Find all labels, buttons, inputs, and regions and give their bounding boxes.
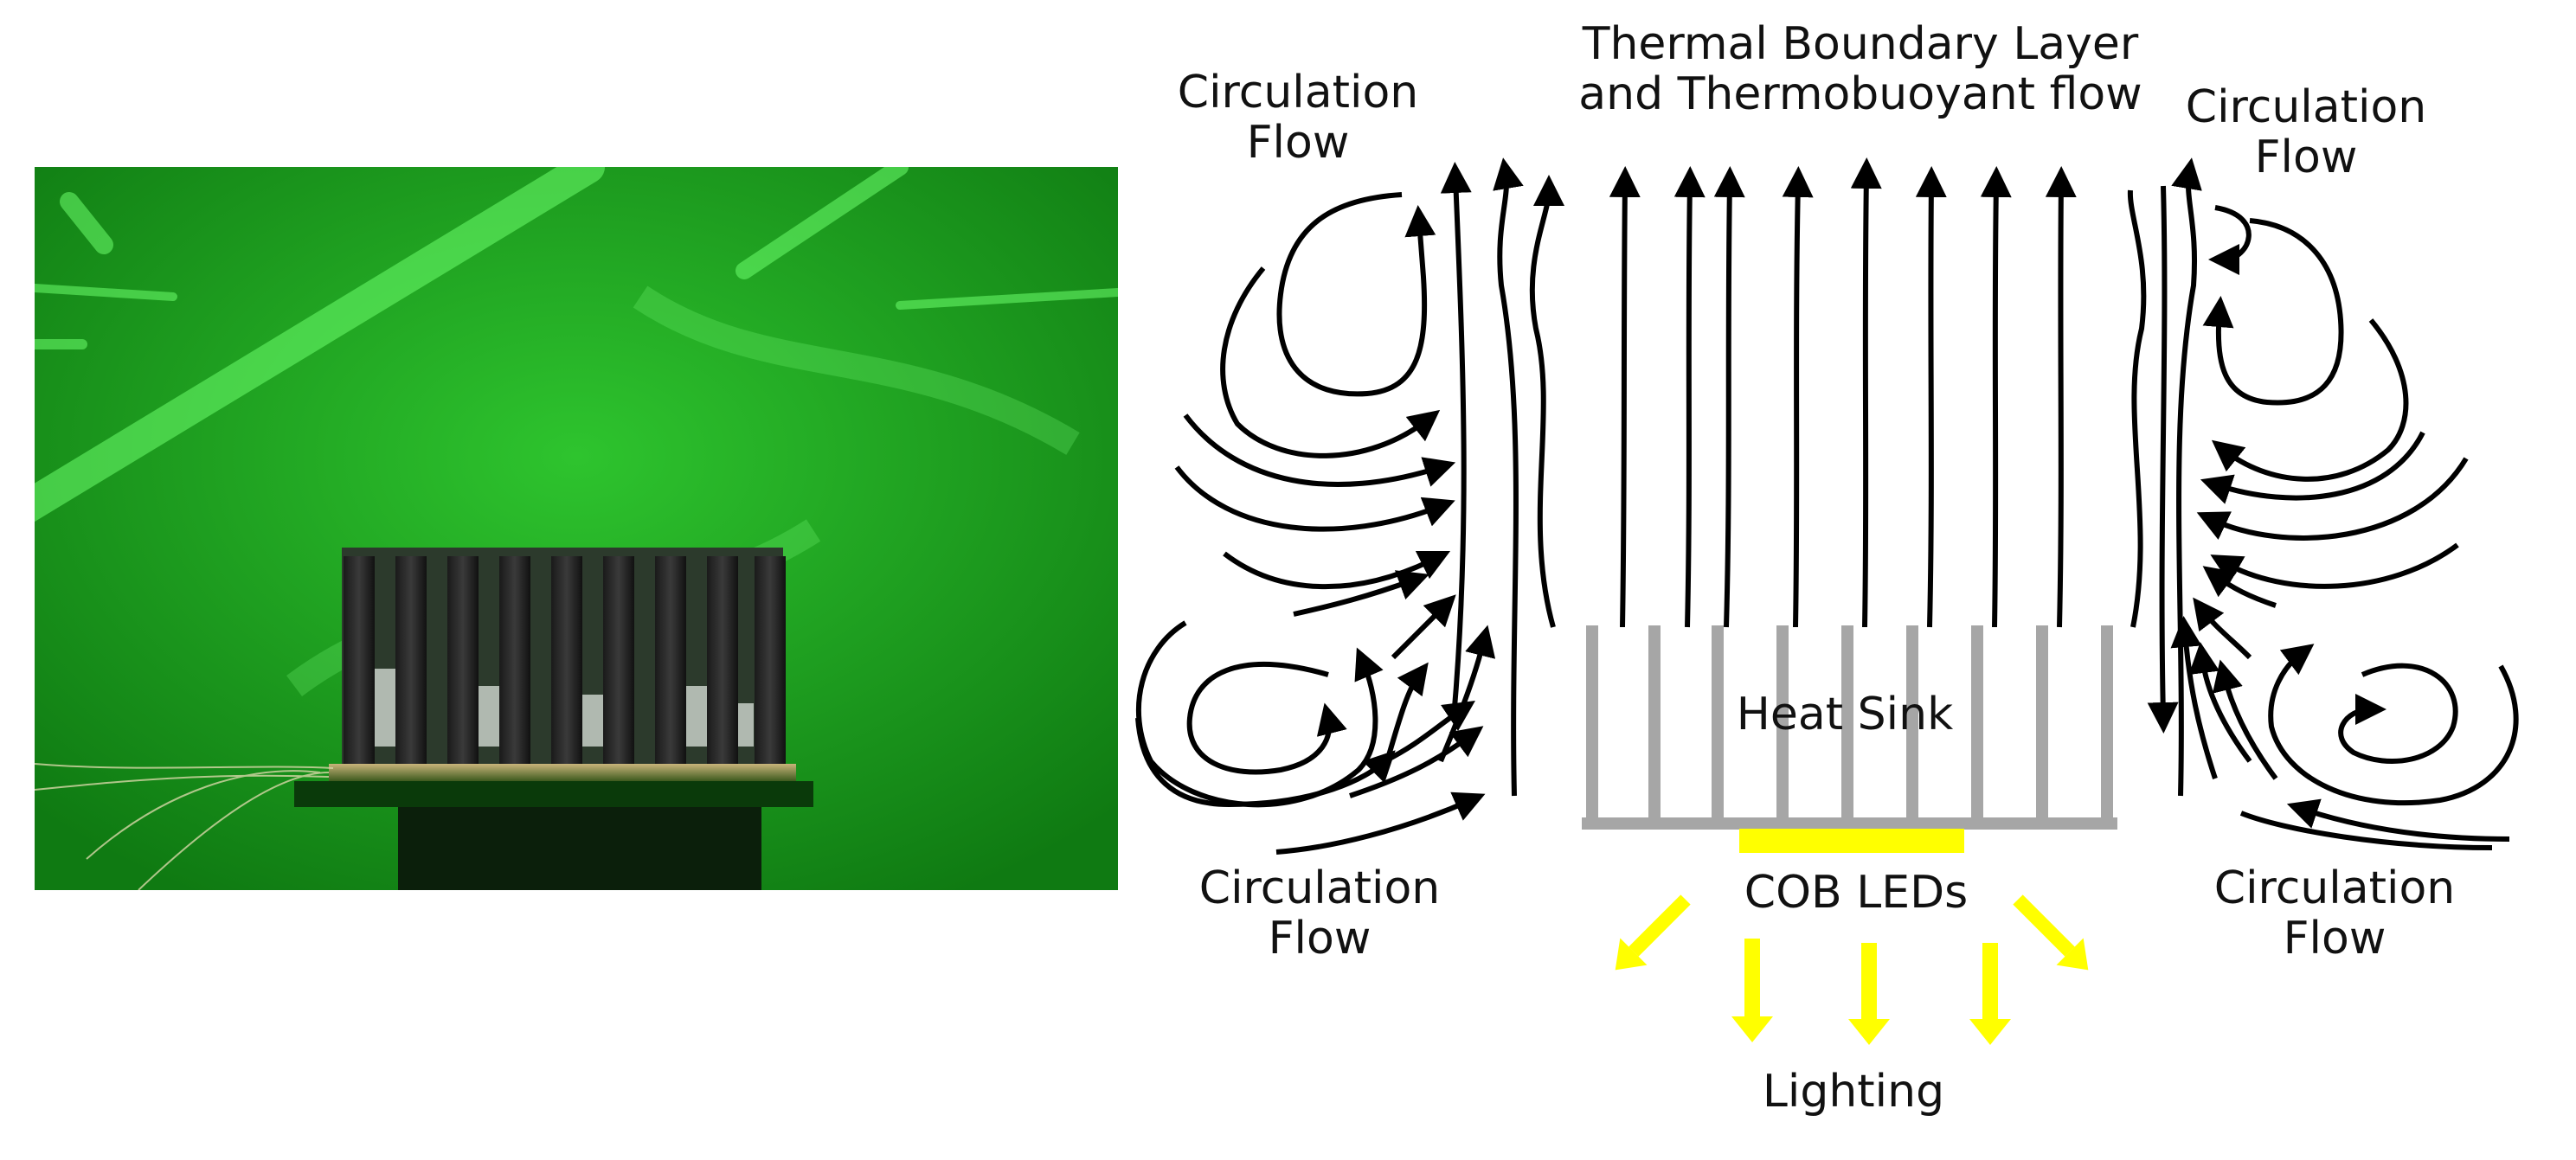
circulation-line1: Circulation (1177, 67, 1419, 119)
circulation-flow-top-left-label: Circulation Flow (1177, 67, 1419, 170)
lighting-label: Lighting (1762, 1066, 1945, 1118)
circulation-line2: Flow (2254, 131, 2358, 184)
lighting-arrows (1615, 894, 2089, 1045)
thermal-boundary-layer-label: Thermal Boundary Layer and Thermobuoyant… (1578, 18, 2142, 121)
laser-streaks (35, 167, 1118, 522)
circulation-line2: Flow (1268, 913, 1372, 965)
photo-heat-sink (294, 548, 813, 890)
circulation-line1: Circulation (2185, 81, 2427, 133)
diagram-heat-sink (1582, 625, 2117, 830)
circulation-flow-bottom-right-label: Circulation Flow (2213, 862, 2456, 965)
thermal-label-line2: and Thermobuoyant flow (1578, 68, 2142, 121)
circulation-line2: Flow (2283, 913, 2386, 965)
thermal-label-line1: Thermal Boundary Layer (1582, 18, 2139, 70)
circulation-line1: Circulation (2213, 862, 2456, 914)
circulation-line2: Flow (1246, 117, 1350, 170)
thermobuoyant-flow-arrows (1609, 157, 2077, 628)
photo-wires (35, 763, 334, 890)
heat-sink-label: Heat Sink (1736, 689, 1954, 740)
circulation-flow-top-right-label: Circulation Flow (2186, 82, 2426, 183)
right-circulation-lines (2147, 185, 2519, 850)
circulation-flow-bottom-left-label: Circulation Flow (1198, 862, 1441, 965)
left-circulation-lines (1135, 162, 1496, 855)
cob-led-strip (1739, 829, 1964, 853)
cob-leds-label: COB LEDs (1744, 867, 1969, 919)
flow-visualization-photo (35, 167, 1118, 890)
boundary-layer-lines (1493, 157, 2202, 797)
circulation-line1: Circulation (1198, 862, 1441, 914)
